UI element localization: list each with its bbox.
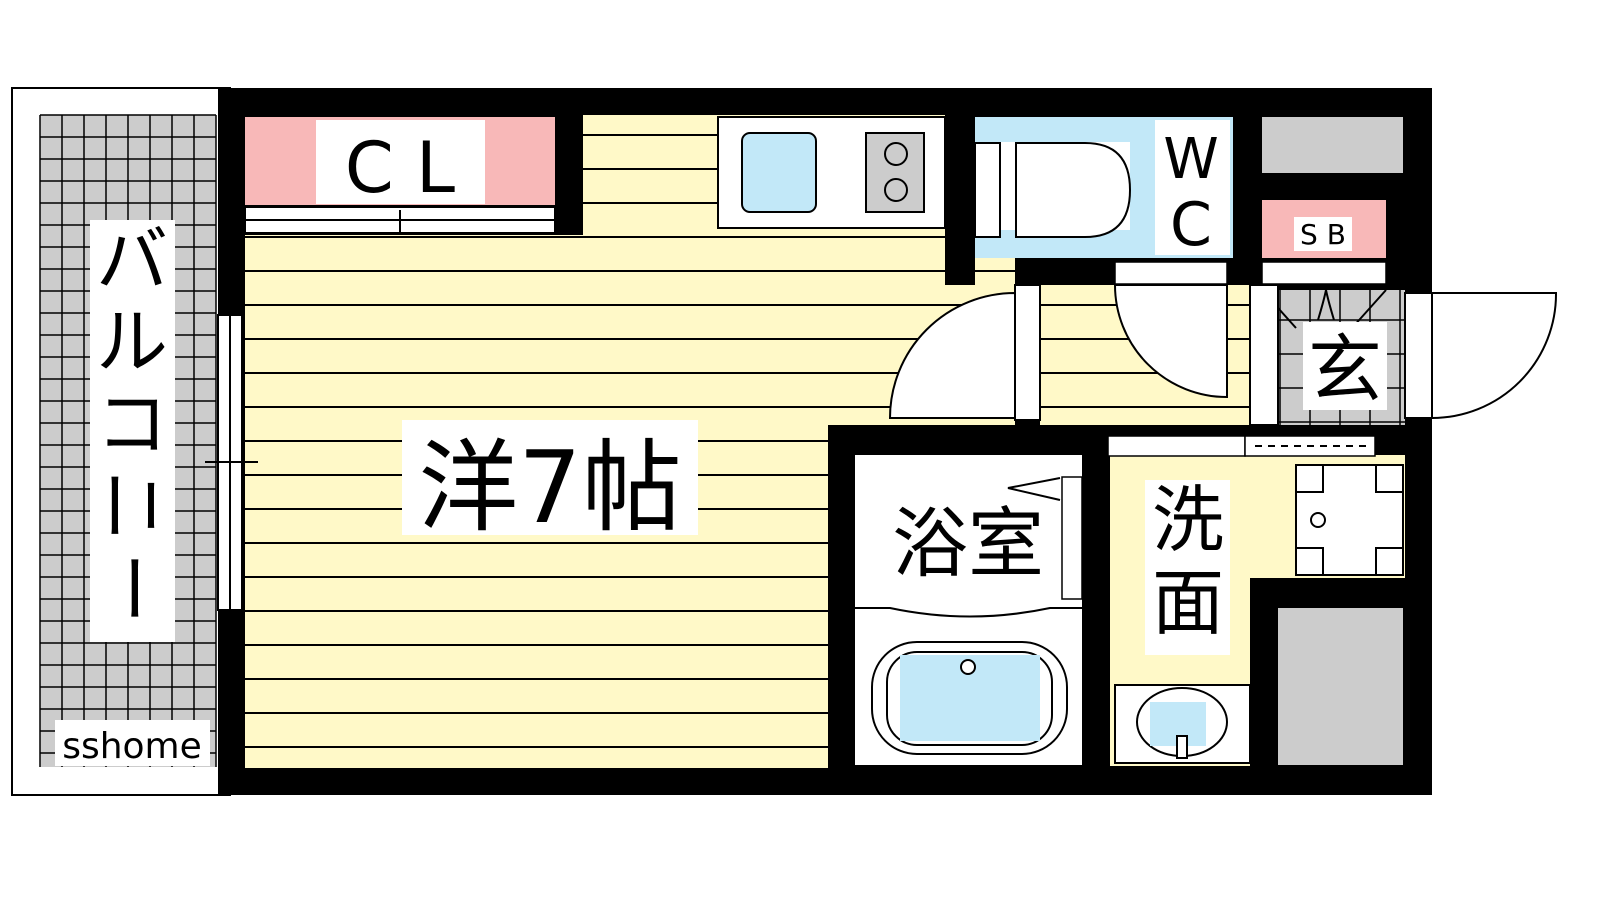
shoe-box: S B — [1261, 200, 1387, 285]
balcony-label-char: コ — [96, 382, 168, 466]
svg-text:W: W — [1163, 127, 1218, 192]
balcony-label-char: ニ — [90, 470, 174, 542]
svg-text:玄: 玄 — [1308, 327, 1382, 413]
svg-text:洗: 洗 — [1152, 478, 1224, 562]
svg-text:面: 面 — [1152, 561, 1224, 645]
stove-icon — [865, 132, 925, 213]
balcony-label-char: ル — [96, 300, 168, 384]
entrance-door-icon — [1431, 292, 1558, 420]
western-room-label: 洋7帖 — [418, 429, 682, 546]
washer-pan-icon — [1295, 464, 1404, 576]
balcony-label-char: バ — [96, 218, 168, 302]
room-door-icon — [888, 291, 1016, 419]
washroom: 洗 面 — [1107, 435, 1432, 768]
toilet-room: W C — [974, 117, 1233, 285]
watermark: sshome — [62, 726, 202, 767]
balcony-label-char: ー — [90, 552, 174, 624]
storage-2 — [1278, 608, 1403, 765]
svg-text:S B: S B — [1300, 218, 1346, 251]
svg-text:C L: C L — [345, 127, 455, 209]
bathroom: 浴室 — [855, 455, 1108, 768]
kitchen — [717, 88, 975, 285]
entrance: 玄 — [1249, 284, 1405, 426]
toilet-icon — [1015, 142, 1132, 238]
wc-door-icon — [1113, 284, 1228, 399]
svg-text:浴室: 浴室 — [892, 499, 1044, 588]
sink-icon — [741, 132, 817, 213]
storage — [1262, 117, 1403, 173]
doors — [888, 284, 1558, 421]
closet: C L — [244, 115, 583, 235]
svg-text:C: C — [1170, 190, 1212, 260]
